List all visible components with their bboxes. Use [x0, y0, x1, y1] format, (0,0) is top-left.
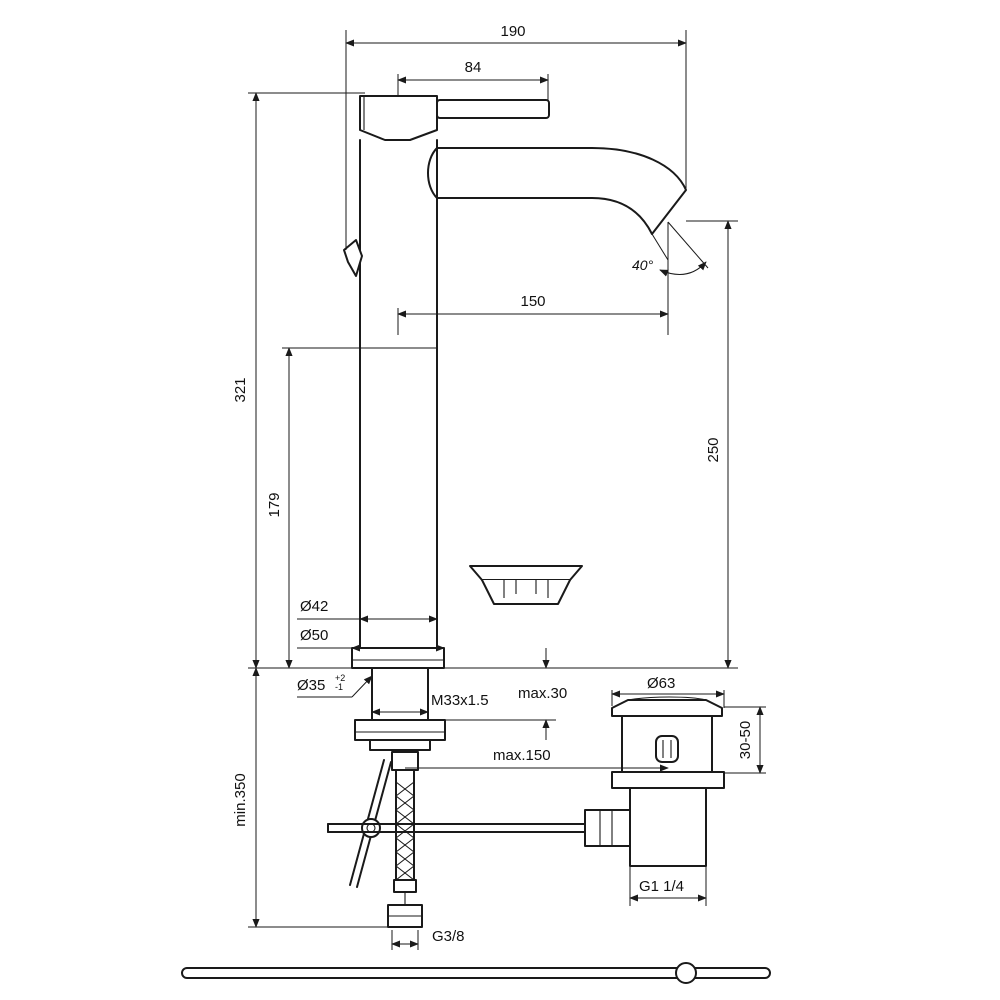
label-190: 190: [500, 23, 525, 40]
dimension-179: [282, 347, 360, 669]
dimension-g38: [391, 930, 419, 950]
faucet-body: [351, 95, 445, 669]
label-g114: G1 1/4: [639, 878, 684, 895]
label-max30: max.30: [518, 685, 567, 702]
label-d35: Ø35: [297, 677, 325, 694]
label-84: 84: [465, 59, 482, 76]
dimension-min350: [248, 667, 388, 928]
label-d35-tol-minus: -1: [335, 682, 343, 692]
dimension-d35: [297, 675, 373, 698]
label-d50: Ø50: [300, 627, 328, 644]
label-30-50: 30-50: [737, 721, 754, 759]
pop-up-linkage: [327, 759, 586, 888]
label-d42: Ø42: [300, 598, 328, 615]
label-250: 250: [705, 437, 722, 462]
label-m33: M33x1.5: [431, 692, 489, 709]
lever-handle: [436, 99, 550, 119]
label-179: 179: [266, 492, 283, 517]
flex-hose: [387, 751, 423, 928]
dimension-150: [397, 222, 669, 335]
dimension-d63: [611, 690, 725, 708]
label-d63: Ø63: [647, 675, 675, 692]
label-321: 321: [232, 377, 249, 402]
label-150: 150: [520, 293, 545, 310]
dimension-30-50: [724, 706, 766, 774]
dimension-190: [345, 30, 687, 250]
label-d35-tol-plus: +2: [335, 673, 345, 683]
dimension-40deg: [651, 221, 709, 277]
label-min350: min.350: [232, 773, 249, 826]
waste-valve: [584, 696, 725, 867]
ground-rod: [181, 962, 771, 984]
spare-fitting: [469, 565, 583, 605]
dimension-g114: [629, 866, 707, 906]
label-max150: max.150: [493, 747, 551, 764]
spout: [427, 147, 687, 235]
dimension-max30: [437, 648, 556, 740]
dimension-321: [248, 92, 365, 669]
label-g38: G3/8: [432, 928, 465, 945]
dimension-84: [397, 74, 549, 100]
label-40deg: 40°: [632, 257, 654, 273]
pop-up-rod: [343, 239, 363, 277]
dimension-250: [444, 220, 738, 669]
